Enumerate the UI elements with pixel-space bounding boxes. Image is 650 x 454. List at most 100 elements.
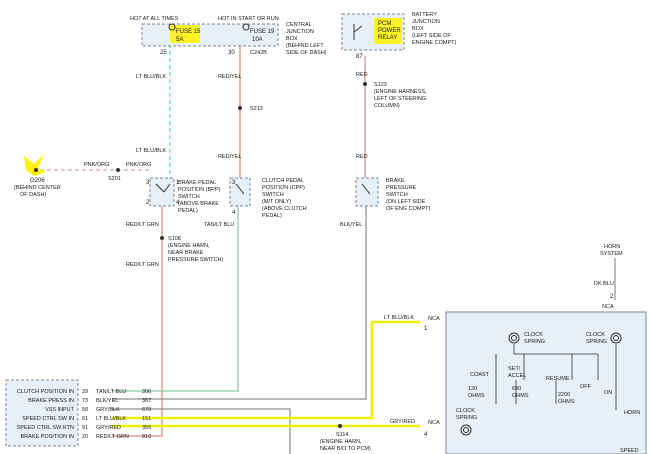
wire-label: PNK/ORG xyxy=(126,162,151,168)
wire-tan-lt-blu xyxy=(112,206,239,392)
hot-in-start-run-label: HOT IN START OR RUN xyxy=(218,16,279,22)
wire-label: LT BLU/BLK xyxy=(384,315,414,321)
splice-s108: S108 xyxy=(168,236,181,242)
horn-system-label: HORN xyxy=(604,244,620,250)
bps-desc: SWITCH xyxy=(386,192,408,198)
clock-spring-label: SPRING xyxy=(586,339,607,345)
pcm-row-circuit: 359 xyxy=(142,425,151,431)
cpp-desc: SWITCH xyxy=(262,192,284,198)
fuse15-highlight xyxy=(170,25,200,43)
resistor-label: OHMS xyxy=(512,393,529,399)
nca-label: NCA xyxy=(428,316,440,322)
bps-desc: PRESSURE xyxy=(386,185,417,191)
switch-icon xyxy=(155,183,171,193)
splices: S213 S123 (ENGINE HARNESS, LEFT OF STEER… xyxy=(108,82,427,452)
pcm-row-pin: 73 xyxy=(82,398,88,404)
pin-30: 30 xyxy=(228,50,235,56)
splice-s213: S213 xyxy=(250,106,263,112)
wire-label: LT BLU/BLK xyxy=(136,74,166,80)
set-accel-label: SET/ xyxy=(508,366,521,372)
nca-label: NCA xyxy=(428,420,440,426)
horn-system-label: SYSTEM xyxy=(600,251,623,257)
clock-spring-label: CLOCK xyxy=(586,332,605,338)
pcm-relay-highlight xyxy=(374,18,402,44)
fuse-icon xyxy=(168,23,250,31)
splice-s108: NEAR BRAKE xyxy=(168,250,204,256)
wire-label: PNK/ORG xyxy=(84,162,109,168)
fuse19-amp: 10A xyxy=(252,37,263,43)
resistor-label: 120 xyxy=(468,386,477,392)
pcm-row-label: CLUTCH POSITION IN xyxy=(17,389,74,395)
bpp-desc: BRAKE PEDAL xyxy=(178,180,216,186)
battery-box-desc-line: BATTERY xyxy=(412,12,437,18)
wire-label: BLK/YEL xyxy=(340,222,362,228)
nca-label: NCA xyxy=(602,304,614,310)
wire-label: RED/LT GRN xyxy=(126,222,159,228)
pcm-relay-line: PCM xyxy=(378,21,391,27)
wire-blk-yel xyxy=(112,206,367,400)
splice-s114: (ENGINE HARN, xyxy=(320,439,362,445)
central-junction-box: HOT AT ALL TIMES HOT IN START OR RUN FUS… xyxy=(130,16,327,56)
pin: 4 xyxy=(232,210,236,216)
splice-s201: S201 xyxy=(108,176,121,182)
pcm-row-label: SPEED CTRL SW IN xyxy=(22,416,74,422)
speed-control-module: NCA 1 NCA 4 2 NCA HORN SYSTEM CLOCK SPRI… xyxy=(424,244,647,454)
central-box-desc-line: CENTRAL xyxy=(286,22,312,28)
wire-labels: LT BLU/BLK LT BLU/BLK RED/YEL RED/YEL RE… xyxy=(84,72,614,425)
splice-s123: S123 xyxy=(374,82,387,88)
pin: 4 xyxy=(176,200,180,206)
pin: 1 xyxy=(176,180,180,186)
pcm-row-pin: 20 xyxy=(82,434,88,440)
fuse19-label: FUSE 19 xyxy=(250,29,275,35)
pcm-row-wire: BLK/YEL xyxy=(96,398,118,404)
cpp-desc: (ABOVE CLUTCH xyxy=(262,206,307,212)
splice-s108: (ENGINE HARN, xyxy=(168,243,210,249)
wire-gry-blk xyxy=(112,408,291,454)
wire-red-lt-grn xyxy=(112,206,163,437)
bpp-desc: PEDAL) xyxy=(178,208,198,214)
coast-label: COAST xyxy=(470,372,490,378)
central-box-desc-line: JUNCTION xyxy=(286,29,314,35)
cpp-desc: (M/T ONLY) xyxy=(262,199,291,205)
pcm-row-pin: 91 xyxy=(82,425,88,431)
wire-label: RED xyxy=(356,72,368,78)
ground-g206: G206 (BEHIND CENTER OF DASH) xyxy=(14,154,61,198)
pcm-row-wire: TAN/LT BLU xyxy=(96,389,126,395)
battery-box-desc-line: (LEFT SIDE OF xyxy=(412,33,451,39)
pin: 3 xyxy=(146,180,150,186)
bps-desc: OF ENG COMPT) xyxy=(386,206,430,212)
battery-junction-box: PCM POWER RELAY 87 BATTERY JUNCTION BOX … xyxy=(341,12,456,60)
clock-spring-label: CLOCK xyxy=(524,332,543,338)
splice-s114: NEAR B/O TO PCM) xyxy=(320,446,371,452)
wire-label: RED/LT GRN xyxy=(126,262,159,268)
pcm-row-pin: 58 xyxy=(82,407,88,413)
pcm-row-wire: GRY/RED xyxy=(96,425,121,431)
wire-label: DK BLU xyxy=(594,281,614,287)
clock-spring-icon xyxy=(460,332,622,436)
pcm-row-label: SPEED CTRL SW RTN xyxy=(17,425,74,431)
central-box-desc-line: SIDE OF DASH) xyxy=(286,50,327,56)
pcm-row-label: VSS INPUT xyxy=(45,407,75,413)
brake-pressure-switch: BRAKE PRESSURE SWITCH (ON LEFT SIDE OF E… xyxy=(355,177,430,212)
switch-network xyxy=(495,344,617,410)
off-label: OFF xyxy=(580,384,592,390)
switch-icon xyxy=(361,183,371,195)
fuse15-amp: 5A xyxy=(176,37,183,43)
hot-at-all-times-label: HOT AT ALL TIMES xyxy=(130,16,179,22)
wire-label: LT BLU/BLK xyxy=(136,148,166,154)
speed-label: SPEED xyxy=(620,448,639,454)
pcm-row-pin: 29 xyxy=(82,389,88,395)
pin: 1 xyxy=(424,326,428,332)
ground-desc: (BEHIND CENTER xyxy=(14,185,61,191)
wire-label: RED xyxy=(356,154,368,160)
pin-25: 25 xyxy=(160,50,167,56)
central-box-desc-line: BOX xyxy=(286,36,298,42)
clock-spring-label: CLOCK xyxy=(456,408,475,414)
bpp-desc: SWITCH xyxy=(178,194,200,200)
bpp-desc: POSITION (BPP) xyxy=(178,187,221,193)
splice-s114: S114 xyxy=(336,432,348,438)
pcm-relay-line: POWER xyxy=(378,28,401,34)
